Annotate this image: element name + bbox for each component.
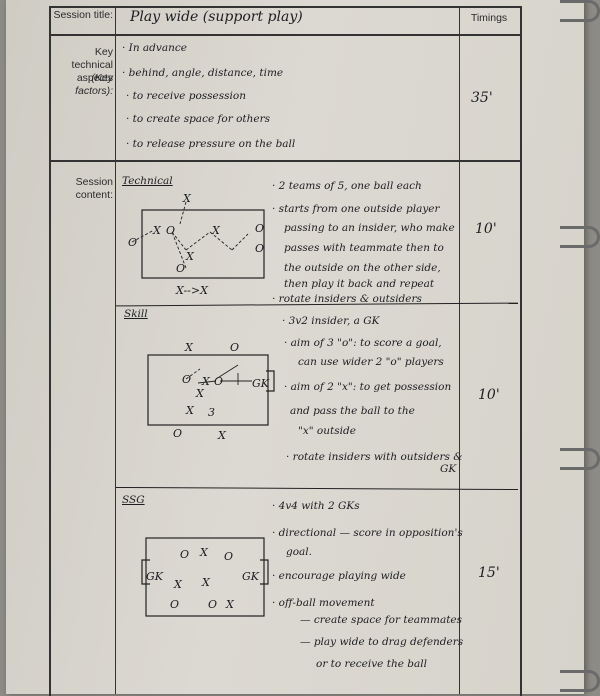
- player-x-marker: X: [195, 387, 205, 400]
- key-factor-item: · In advance: [122, 42, 187, 54]
- binder-ring: [560, 448, 600, 470]
- player-x-marker: X: [201, 375, 211, 388]
- player-x-marker: X: [199, 546, 209, 559]
- session-content-label: Session content:: [75, 176, 113, 201]
- key-factor-item: · to receive possession: [126, 90, 246, 102]
- notebook-page: [6, 0, 584, 694]
- player-o-marker: O: [182, 373, 191, 386]
- player-o-marker: O: [128, 236, 137, 249]
- player-x-marker: X: [182, 192, 192, 205]
- label-column-divider: [115, 6, 116, 694]
- drill-note: · directional — score in opposition's: [272, 527, 463, 539]
- drill-note: · encourage playing wide: [272, 570, 406, 582]
- ssg-pitch-diagram: O X O GK X X GK O O X: [138, 528, 278, 623]
- ssg-time: 15': [478, 565, 500, 581]
- player-x-marker: X: [225, 598, 235, 611]
- key-factors-time: 35': [471, 90, 493, 106]
- section-heading-ssg: SSG: [122, 494, 145, 506]
- drill-note: · aim of 2 "x": to get possession: [284, 381, 452, 393]
- drill-note: and pass the ball to the: [290, 405, 415, 417]
- player-o-marker: O: [166, 224, 175, 237]
- key-factors-label: Key technical aspects: [71, 46, 113, 84]
- drill-note: · starts from one outside player: [272, 203, 440, 215]
- drill-note: · 4v4 with 2 GKs: [272, 500, 360, 512]
- drill-note: · rotate insiders with outsiders &: [286, 451, 463, 463]
- drill-note: can use wider 2 "o" players: [298, 356, 444, 368]
- player-x-marker: X: [152, 224, 162, 237]
- player-o-marker: O: [224, 550, 233, 563]
- drill-note: · off-ball movement: [272, 597, 375, 609]
- player-o-marker: O: [255, 242, 264, 255]
- key-factor-item: · to release pressure on the ball: [126, 138, 296, 150]
- timings-column-divider: [459, 6, 460, 694]
- player-o-marker: O: [230, 341, 239, 354]
- player-o-marker: O: [173, 427, 182, 440]
- section-heading-skill: Skill: [124, 308, 148, 320]
- player-o-marker: O: [214, 375, 223, 388]
- row-divider: [49, 160, 520, 162]
- skill-drill-diagram: X O O X O X X 3 GK O X: [140, 335, 290, 445]
- player-x-marker: X: [184, 341, 194, 354]
- player-x-marker: X: [185, 250, 195, 263]
- binder-ring: [560, 670, 600, 692]
- player-o-marker: O: [180, 548, 189, 561]
- session-title-label: Session title:: [53, 9, 113, 21]
- goalkeeper-marker: GK: [252, 377, 270, 390]
- drill-note: passes with teammate then to: [284, 242, 444, 254]
- drill-note: then play it back and repeat: [284, 278, 435, 290]
- player-x-marker: X: [173, 578, 183, 591]
- key-factor-item: · to create space for others: [126, 113, 270, 125]
- player-x-marker: X: [211, 224, 221, 237]
- player-o-marker: O: [208, 598, 217, 611]
- rotation-marker: X-->X: [175, 284, 209, 297]
- player-x-marker: X: [201, 576, 211, 589]
- binder-ring: [560, 226, 600, 248]
- player-o-marker: O: [170, 598, 179, 611]
- timings-header: Timings: [470, 12, 508, 24]
- drill-note: "x" outside: [298, 425, 356, 437]
- player-x-marker: X: [185, 404, 195, 417]
- binder-ring: [560, 0, 600, 22]
- session-plan-table: [49, 6, 522, 696]
- drill-note: GK: [440, 463, 457, 475]
- drill-note: — play wide to drag defenders: [300, 636, 464, 648]
- skill-time: 10': [478, 387, 500, 403]
- technical-drill-diagram: X X X X O O O O O X-->X: [120, 190, 280, 300]
- technical-time: 10': [475, 221, 497, 237]
- drill-note: the outside on the other side,: [284, 262, 441, 274]
- drill-note: · rotate insiders & outsiders: [272, 293, 422, 305]
- player-o-marker: O: [255, 222, 264, 235]
- drill-note: · 3v2 insider, a GK: [282, 315, 380, 327]
- goalkeeper-marker: GK: [242, 570, 260, 583]
- section-heading-technical: Technical: [122, 175, 173, 187]
- player-number-marker: 3: [208, 406, 215, 419]
- row-divider: [49, 34, 520, 36]
- session-title-value: Play wide (support play): [130, 9, 303, 25]
- goalkeeper-marker: GK: [146, 570, 164, 583]
- drill-note: passing to an insider, who make: [284, 222, 455, 234]
- drill-note: · 2 teams of 5, one ball each: [272, 180, 422, 192]
- key-factor-item: · behind, angle, distance, time: [122, 67, 284, 79]
- player-x-marker: X: [217, 429, 227, 442]
- drill-note: goal.: [286, 546, 312, 558]
- drill-note: — create space for teammates: [300, 614, 463, 626]
- key-factors-sublabel: (Key factors):: [75, 72, 113, 97]
- drill-note: or to receive the ball: [316, 658, 427, 670]
- drill-note: · aim of 3 "o": to score a goal,: [284, 337, 442, 349]
- player-o-marker: O: [176, 262, 185, 275]
